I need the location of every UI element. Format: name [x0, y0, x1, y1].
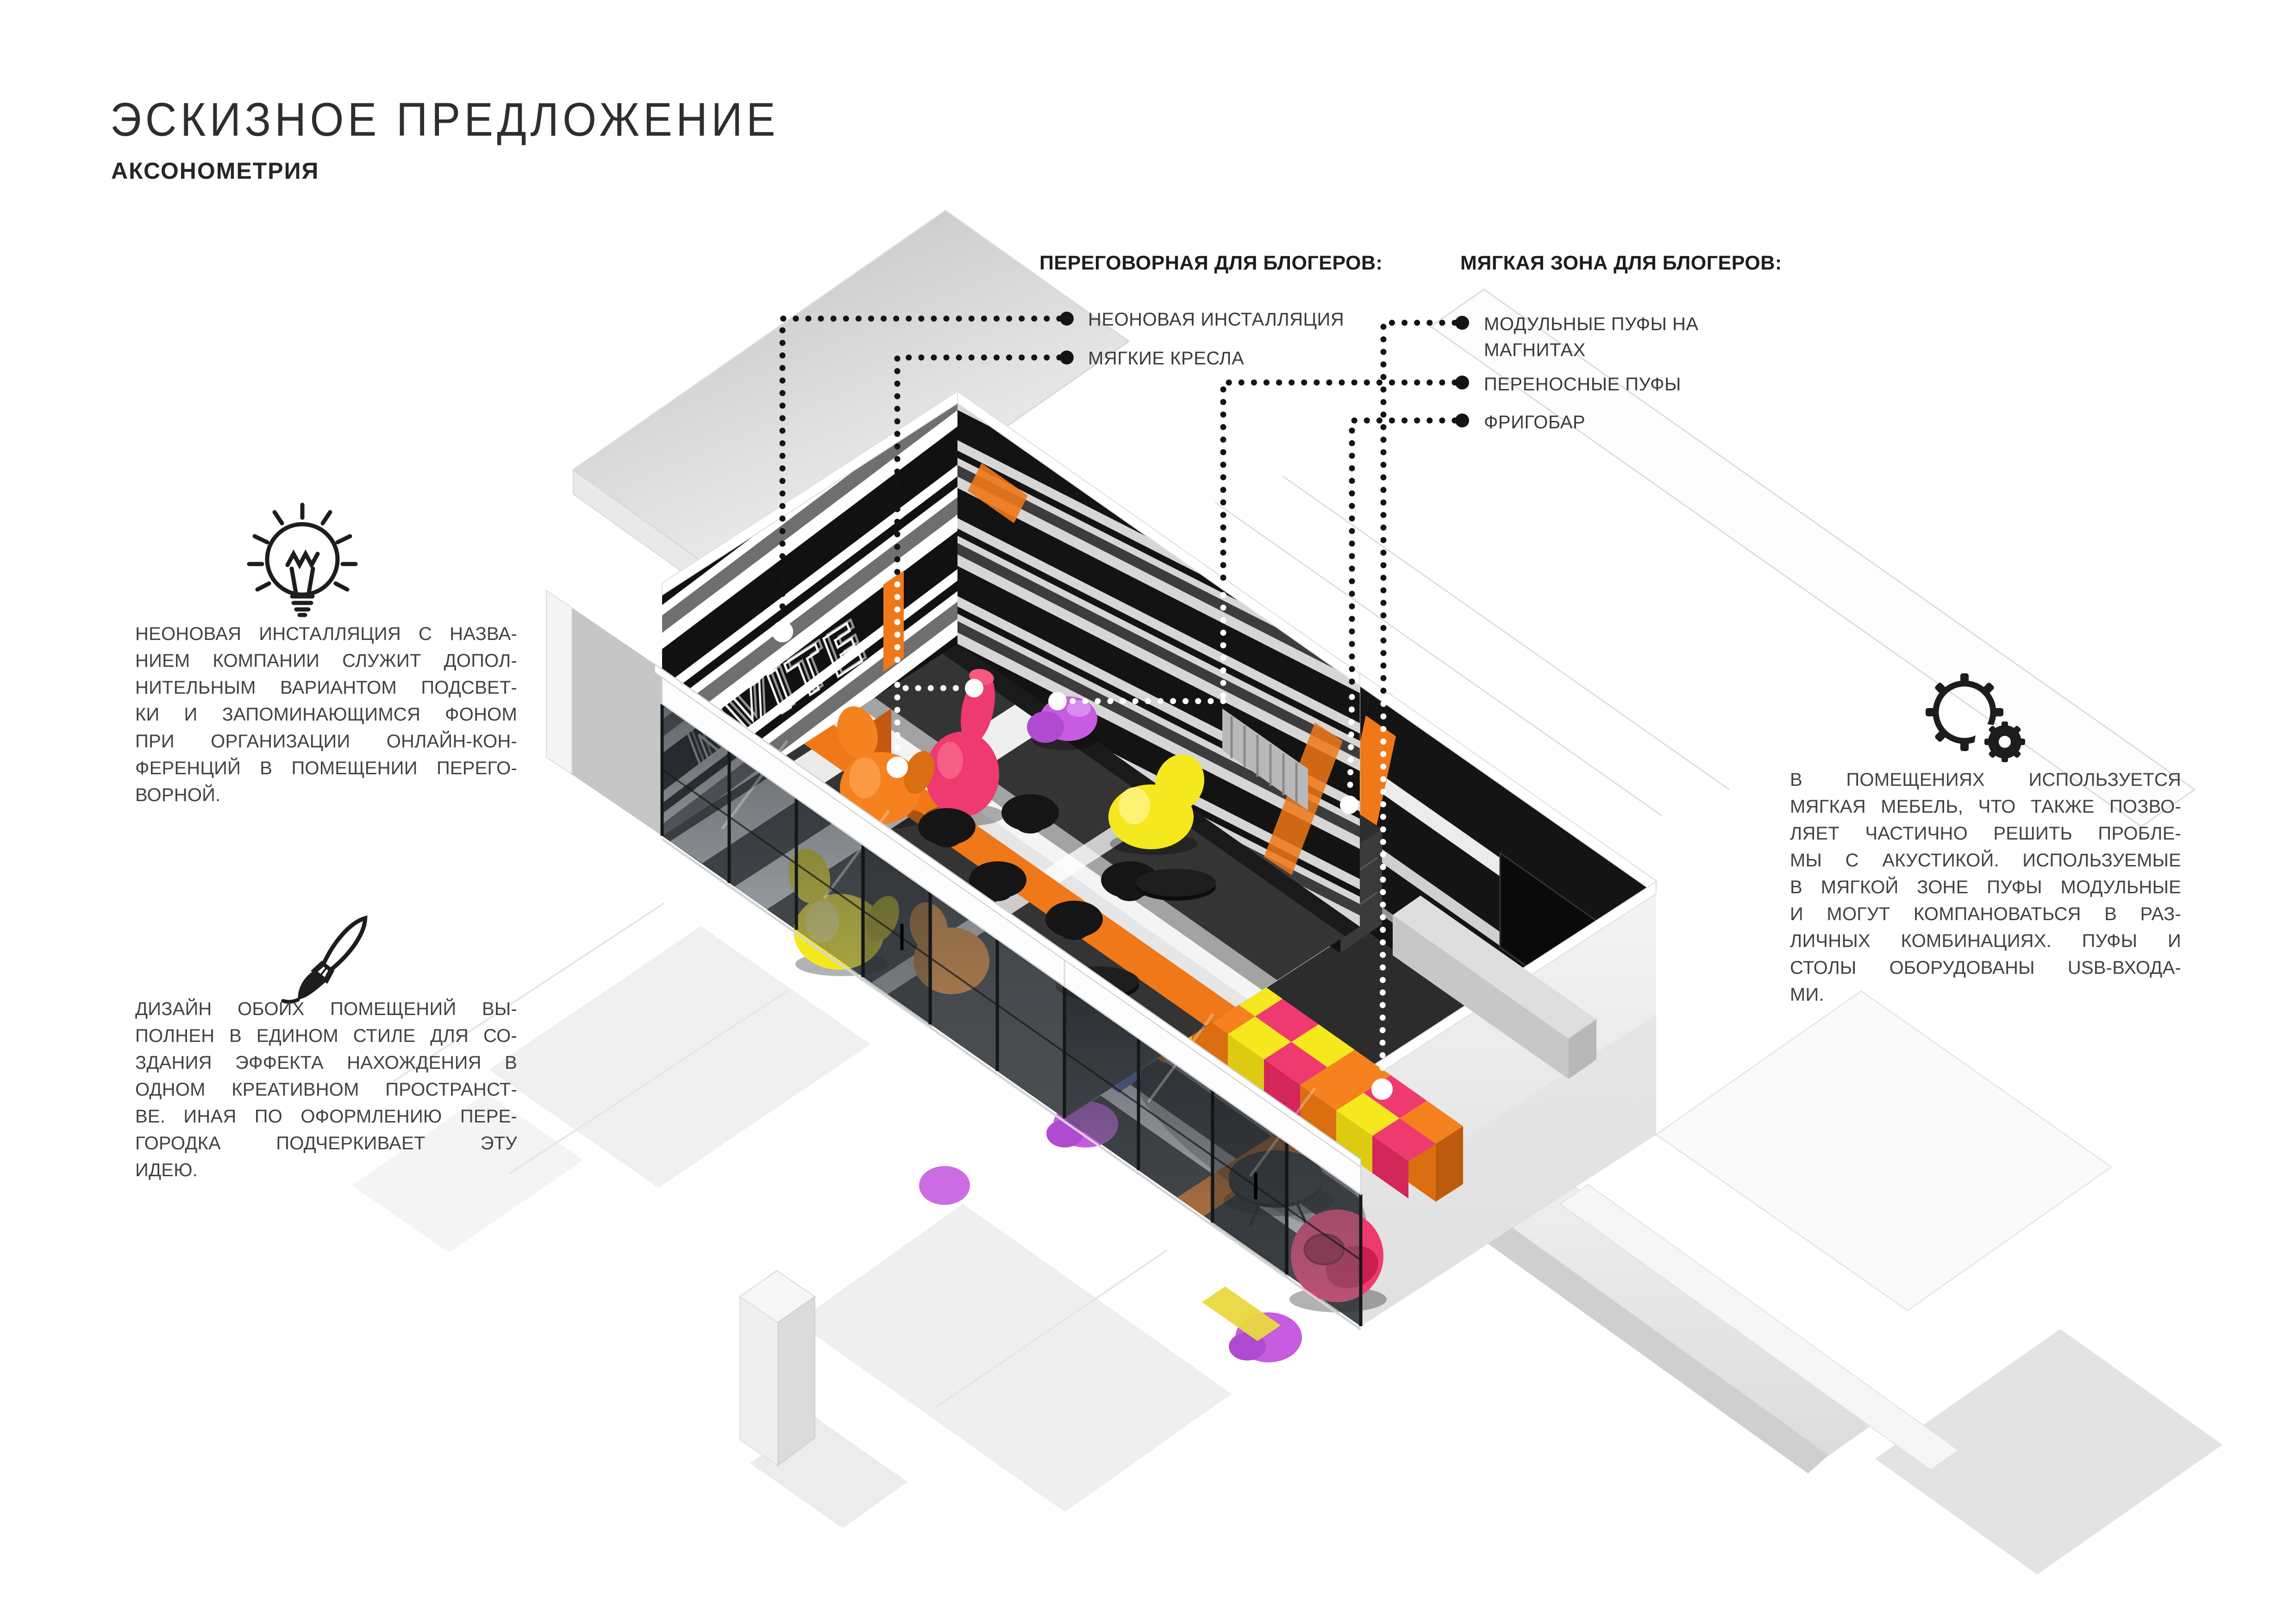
leader-portable-poufs: [1220, 379, 1458, 590]
legend-bullet: [1455, 316, 1469, 330]
note-line: КИ И ЗАПОМИНАЮЩИМСЯ ФОНОМ: [135, 704, 517, 725]
legend-bullet: [1455, 376, 1469, 389]
note-acoustics: В ПОМЕЩЕНИЯХ ИСПОЛЬЗУЕТСЯ МЯГКАЯ МЕБЕЛЬ,…: [1790, 766, 2181, 1008]
legend-item-portable-poufs: ПЕРЕНОСНЫЕ ПУФЫ: [1484, 374, 1681, 395]
note-line: ОДНОМ КРЕАТИВНОМ ПРОСТРАНСТ-: [135, 1079, 517, 1100]
gears-icon: [1926, 673, 2026, 768]
marker-soft-armchair: [887, 757, 908, 778]
left-end-wall: [546, 589, 662, 836]
note-line: ЛИЧНЫХ КОМБИНАЦИЯХ. ПУФЫ И: [1790, 931, 2181, 951]
lightbulb-icon: [247, 502, 358, 617]
note-line: МЫ С АКУСТИКОЙ. ИСПОЛЬЗУЕМЫЕ: [1790, 850, 2181, 871]
note-line: НИТЕЛЬНЫМ ВАРИАНТОМ ПОДСВЕТ-: [135, 677, 517, 698]
paintbrush-icon: [281, 915, 368, 1004]
leader-armchairs: [894, 354, 1063, 580]
marker-modular-poufs: [1371, 1078, 1393, 1100]
note-line: ГОРОДКА ПОДЧЕРКИВАЕТ ЭТУ: [135, 1133, 517, 1154]
leader-neon: [779, 315, 1063, 617]
page-title: ЭСКИЗНОЕ ПРЕДЛОЖЕНИЕ: [110, 93, 779, 146]
note-line: СТОЛЫ ОБОРУДОВАНЫ USB-ВХОДА-: [1790, 958, 2181, 978]
note-line: НЕОНОВАЯ ИНСТАЛЛЯЦИЯ С НАЗВА-: [135, 624, 517, 644]
note-line: МЯГКАЯ МЕБЕЛЬ, ЧТО ТАКЖЕ ПОЗВО-: [1790, 796, 2181, 817]
glass-facade: [654, 663, 1363, 1331]
note-line: ИДЕЮ.: [135, 1160, 198, 1180]
note-line: ВЕ. ИНАЯ ПО ОФОРМЛЕНИЮ ПЕРЕ-: [135, 1106, 517, 1127]
exterior-column: [739, 1270, 907, 1528]
legend-item-frigobar: ФРИГОБАР: [1484, 412, 1586, 433]
note-line: ДИЗАЙН ОБОИХ ПОМЕЩЕНИЙ ВЫ-: [135, 999, 517, 1019]
legend-item-modular-poufs: МОДУЛЬНЫЕ ПУФЫ НА МАГНИТАХ: [1484, 314, 1699, 360]
legend-bullet: [1060, 351, 1074, 364]
legend-bullet: [1455, 414, 1469, 427]
note-line: И МОГУТ КОМПАНОВАТЬСЯ В РАЗ-: [1790, 904, 2181, 924]
note-line: ФЕРЕНЦИЙ В ПОМЕЩЕНИИ ПЕРЕГО-: [135, 758, 517, 778]
legend-meeting-title: ПЕРЕГОВОРНАЯ ДЛЯ БЛОГЕРОВ:: [1039, 252, 1383, 274]
note-line: В ПОМЕЩЕНИЯХ ИСПОЛЬЗУЕТСЯ: [1790, 770, 2181, 790]
legend-item-armchairs: МЯГКИЕ КРЕСЛА: [1088, 348, 1245, 369]
note-line: В МЯГКОЙ ЗОНЕ ПУФЫ МОДУЛЬНЫЕ: [1790, 877, 2181, 897]
leader-modular-poufs: [1380, 320, 1458, 700]
note-line: ВОРНОЙ.: [135, 785, 221, 805]
page-subtitle: АКСОНОМЕТРИЯ: [111, 158, 319, 184]
note-line: ПРИ ОРГАНИЗАЦИИ ОНЛАЙН-КОН-: [135, 731, 517, 752]
note-line: МИ.: [1790, 984, 1824, 1005]
note-line: НИЕМ КОМПАНИИ СЛУЖИТ ДОПОЛ-: [135, 651, 517, 671]
marker-neon-installation: [772, 621, 793, 642]
note-line: ЛЯЕТ ЧАСТИЧНО РЕШИТЬ ПРОБЛЕ-: [1790, 823, 2181, 844]
note-line: ПОЛНЕН В ЕДИНОМ СТИЛЕ ДЛЯ СО-: [135, 1026, 517, 1046]
exterior-ground: [352, 902, 1232, 1512]
marker-soft-armchair-2: [965, 679, 983, 697]
marker-frigobar: [1340, 796, 1358, 814]
note-line: ЗДАНИЯ ЭФФЕКТА НАХОЖДЕНИЯ В: [135, 1053, 517, 1073]
note-style: ДИЗАЙН ОБОИХ ПОМЕЩЕНИЙ ВЫ- ПОЛНЕН В ЕДИН…: [135, 996, 517, 1184]
note-neon: НЕОНОВАЯ ИНСТАЛЛЯЦИЯ С НАЗВА- НИЕМ КОМПА…: [135, 621, 517, 809]
legend-bullet: [1060, 312, 1074, 326]
marker-portable-pouf: [1048, 692, 1067, 710]
legend-item-neon: НЕОНОВАЯ ИНСТАЛЛЯЦИЯ: [1088, 309, 1345, 330]
wall-bench: [1393, 896, 1596, 1079]
upper-beam: [1215, 288, 2196, 828]
legend-soft-title: МЯГКАЯ ЗОНА ДЛЯ БЛОГЕРОВ:: [1460, 252, 1782, 274]
leader-frigobar: [1349, 417, 1458, 692]
leader-lines: [772, 312, 1469, 1100]
